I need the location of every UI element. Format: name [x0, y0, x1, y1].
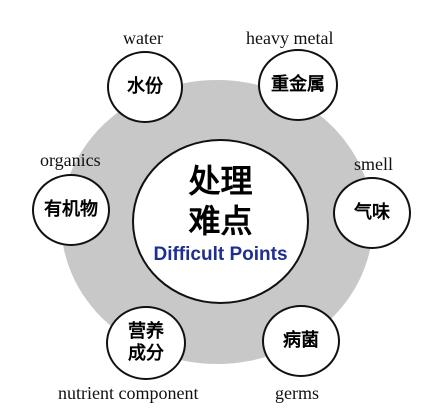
center-title-line1: 处理: [188, 162, 253, 200]
caption-heavy-metal: heavy metal: [246, 28, 334, 48]
center-title-line2: 难点: [188, 202, 253, 240]
node-water: 水份: [107, 51, 183, 123]
node-label-water: 水份: [127, 76, 163, 97]
node-nutrient-component: 营养 成分: [106, 306, 186, 380]
node-label-nutrient-line2: 成分: [128, 343, 164, 364]
caption-organics: organics: [40, 150, 101, 170]
caption-smell: smell: [354, 154, 393, 174]
node-label-smell: 气味: [354, 202, 390, 223]
node-organics: 有机物: [32, 174, 110, 246]
node-label-nutrient-line1: 营养: [128, 321, 164, 342]
node-heavy-metal: 重金属: [258, 49, 338, 121]
node-smell: 气味: [333, 177, 411, 249]
caption-germs: germs: [275, 383, 319, 403]
node-label-heavy-metal: 重金属: [271, 74, 325, 95]
center-title: 处理 难点: [134, 161, 307, 241]
caption-nutrient-component: nutrient component: [58, 383, 199, 403]
center-subtitle: Difficult Points: [153, 244, 288, 265]
node-label-organics: 有机物: [44, 199, 98, 220]
node-label-nutrient-component: 营养 成分: [128, 321, 164, 365]
center-hub: 处理 难点 Difficult Points: [132, 139, 309, 304]
node-germs: 病菌: [262, 305, 340, 377]
caption-water: water: [123, 28, 163, 48]
node-label-germs: 病菌: [283, 330, 319, 351]
